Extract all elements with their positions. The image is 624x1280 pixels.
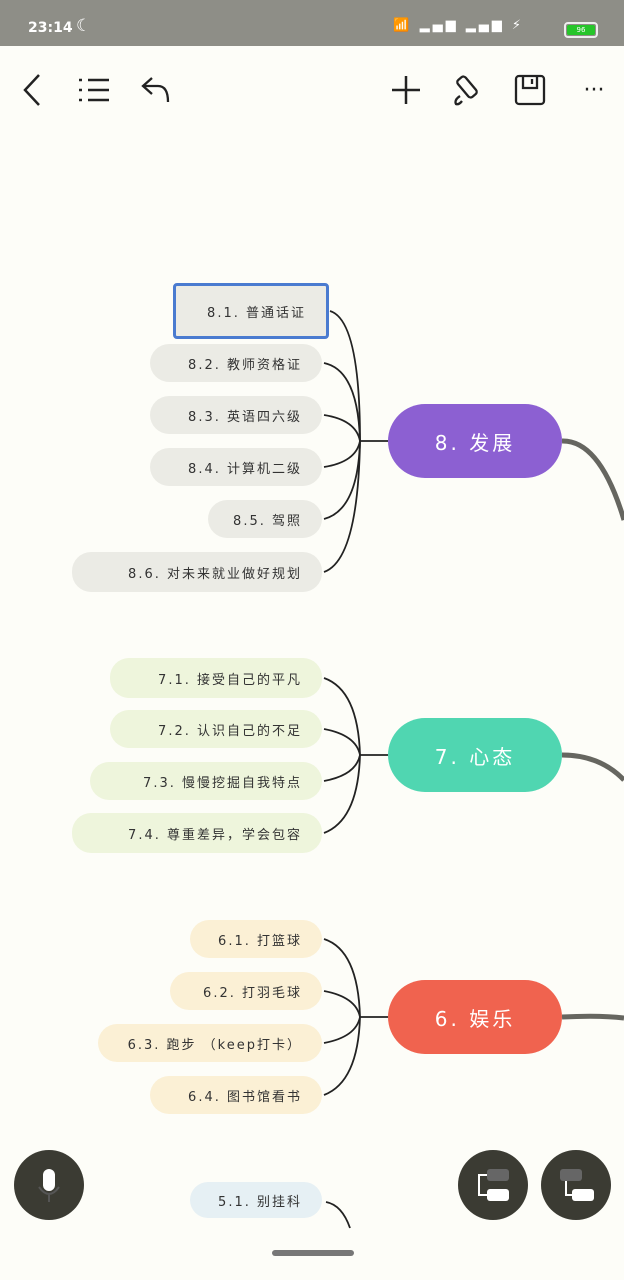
topic-node-8-5[interactable]: 8.5. 驾照 (208, 500, 322, 538)
topic-node-6-3[interactable]: 6.3. 跑步 （keep打卡） (98, 1024, 322, 1062)
add-button[interactable] (386, 70, 426, 110)
style-button[interactable] (446, 70, 486, 110)
more-icon: ··· (583, 77, 605, 103)
topic-node-8[interactable]: 8. 发展 (388, 404, 562, 478)
topic-node-8-6[interactable]: 8.6. 对未来就业做好规划 (72, 552, 322, 592)
paint-roller-icon (454, 75, 478, 106)
topic-node-8-2[interactable]: 8.2. 教师资格证 (150, 344, 322, 382)
floppy-icon (514, 74, 546, 106)
topic-node-6-4[interactable]: 6.4. 图书馆看书 (150, 1076, 322, 1114)
topic-node-8-3[interactable]: 8.3. 英语四六级 (150, 396, 322, 434)
undo-icon (141, 77, 170, 103)
signal-icons: 📶 ▂▄▆ ▂▄▆ ⚡ (393, 18, 524, 33)
topic-node-8-1[interactable]: 8.1. 普通话证 (173, 283, 329, 339)
undo-button[interactable] (136, 70, 176, 110)
topic-node-7-1[interactable]: 7.1. 接受自己的平凡 (110, 658, 322, 698)
topic-node-5-1[interactable]: 5.1. 别挂科 (190, 1182, 322, 1218)
topic-node-7-4[interactable]: 7.4. 尊重差异，学会包容 (72, 813, 322, 853)
add-sibling-button[interactable] (458, 1150, 528, 1220)
clock: 23:14 (28, 20, 73, 36)
chevron-left-icon (23, 74, 40, 106)
battery-icon: 96 (564, 22, 598, 38)
outline-button[interactable] (74, 70, 114, 110)
back-button[interactable] (12, 70, 52, 110)
sibling-node-icon (478, 1169, 509, 1201)
topic-node-7-2[interactable]: 7.2. 认识自己的不足 (110, 710, 322, 748)
topic-node-6-2[interactable]: 6.2. 打羽毛球 (170, 972, 322, 1010)
status-bar: 23:14 ☾ 📶 ▂▄▆ ▂▄▆ ⚡ 96 (0, 0, 624, 46)
home-indicator[interactable] (272, 1250, 354, 1256)
add-child-button[interactable] (541, 1150, 611, 1220)
topic-node-7-3[interactable]: 7.3. 慢慢挖掘自我特点 (90, 762, 322, 800)
microphone-icon (38, 1169, 60, 1202)
topic-node-6-1[interactable]: 6.1. 打篮球 (190, 920, 322, 958)
more-button[interactable]: ··· (574, 70, 614, 110)
child-node-icon (560, 1169, 594, 1201)
topic-node-7[interactable]: 7. 心态 (388, 718, 562, 792)
plus-icon (392, 76, 420, 104)
list-icon (79, 78, 109, 102)
moon-icon: ☾ (76, 16, 92, 36)
topic-node-8-4[interactable]: 8.4. 计算机二级 (150, 448, 322, 486)
save-button[interactable] (510, 70, 550, 110)
voice-button[interactable] (14, 1150, 84, 1220)
topic-node-6[interactable]: 6. 娱乐 (388, 980, 562, 1054)
